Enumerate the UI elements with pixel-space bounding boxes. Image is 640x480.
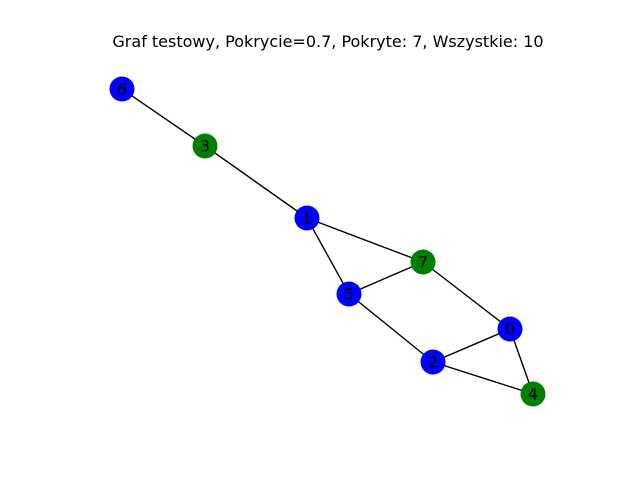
node-5: 5: [336, 281, 362, 307]
edge-5-7: [348, 261, 424, 295]
node-label-1: 1: [302, 209, 312, 228]
node-label-2: 2: [428, 353, 438, 372]
edges-layer: [121, 88, 534, 395]
node-circle-6: [109, 76, 135, 102]
edge-1-5: [306, 217, 350, 295]
edge-6-3: [121, 88, 206, 147]
node-label-4: 4: [528, 385, 538, 404]
node-0: 0: [497, 316, 523, 342]
node-label-3: 3: [200, 137, 210, 156]
edge-3-1: [204, 145, 308, 219]
node-1: 1: [294, 205, 320, 231]
edge-7-0: [422, 261, 511, 330]
node-3: 3: [192, 133, 218, 159]
node-circle-1: [294, 205, 320, 231]
node-circle-2: [420, 349, 446, 375]
node-circle-0: [497, 316, 523, 342]
node-6: 6: [109, 76, 135, 102]
node-label-6: 6: [117, 80, 127, 99]
node-circle-3: [192, 133, 218, 159]
edge-2-0: [432, 328, 511, 363]
node-circle-4: [520, 381, 546, 407]
edge-1-7: [306, 217, 424, 263]
node-circle-7: [410, 249, 436, 275]
node-label-0: 0: [505, 320, 515, 339]
node-label-5: 5: [344, 285, 354, 304]
edge-5-2: [348, 293, 434, 363]
graph-title: Graf testowy, Pokrycie=0.7, Pokryte: 7, …: [112, 32, 544, 51]
node-7: 7: [410, 249, 436, 275]
nodes-layer: 0 1 2 3 4 5 6 7: [109, 76, 546, 407]
node-2: 2: [420, 349, 446, 375]
node-circle-5: [336, 281, 362, 307]
node-label-7: 7: [418, 253, 428, 272]
edge-2-4: [432, 361, 534, 395]
node-4: 4: [520, 381, 546, 407]
